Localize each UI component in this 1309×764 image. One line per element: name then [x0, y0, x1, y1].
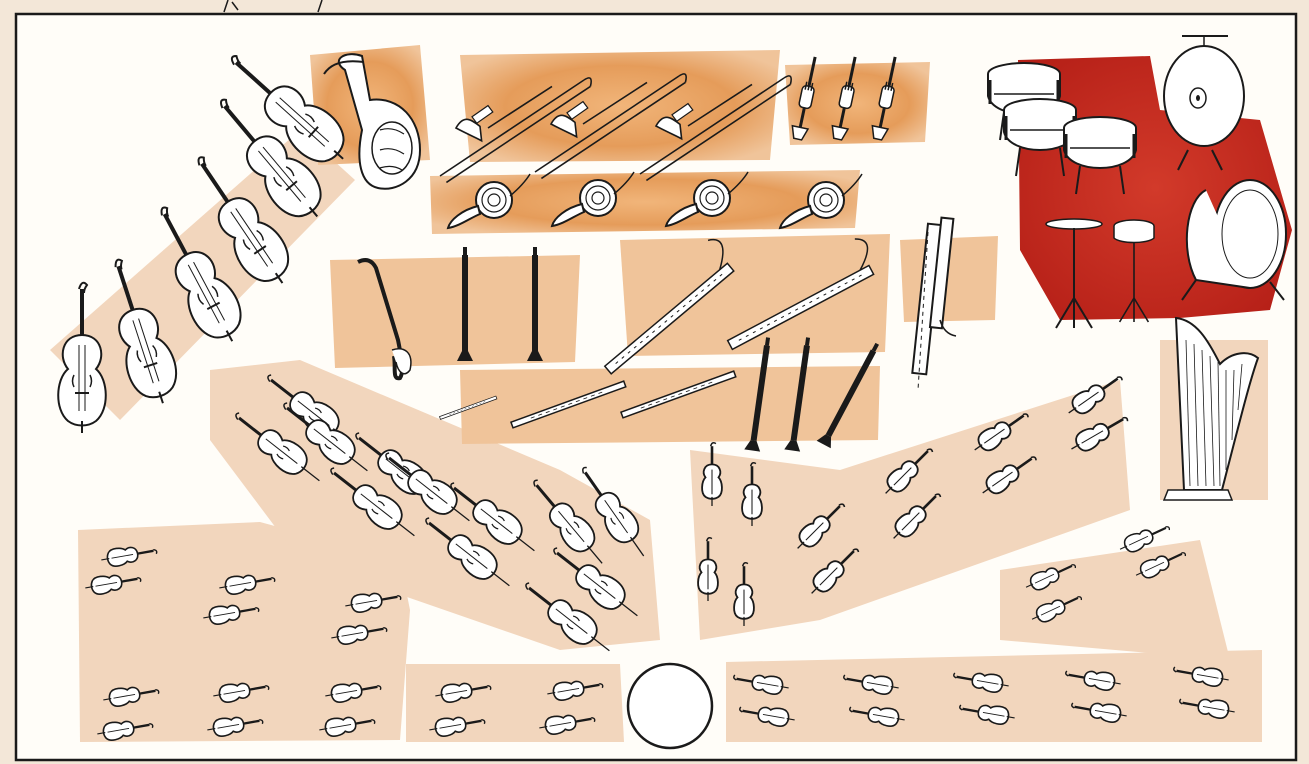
conductor-podium — [628, 664, 712, 748]
